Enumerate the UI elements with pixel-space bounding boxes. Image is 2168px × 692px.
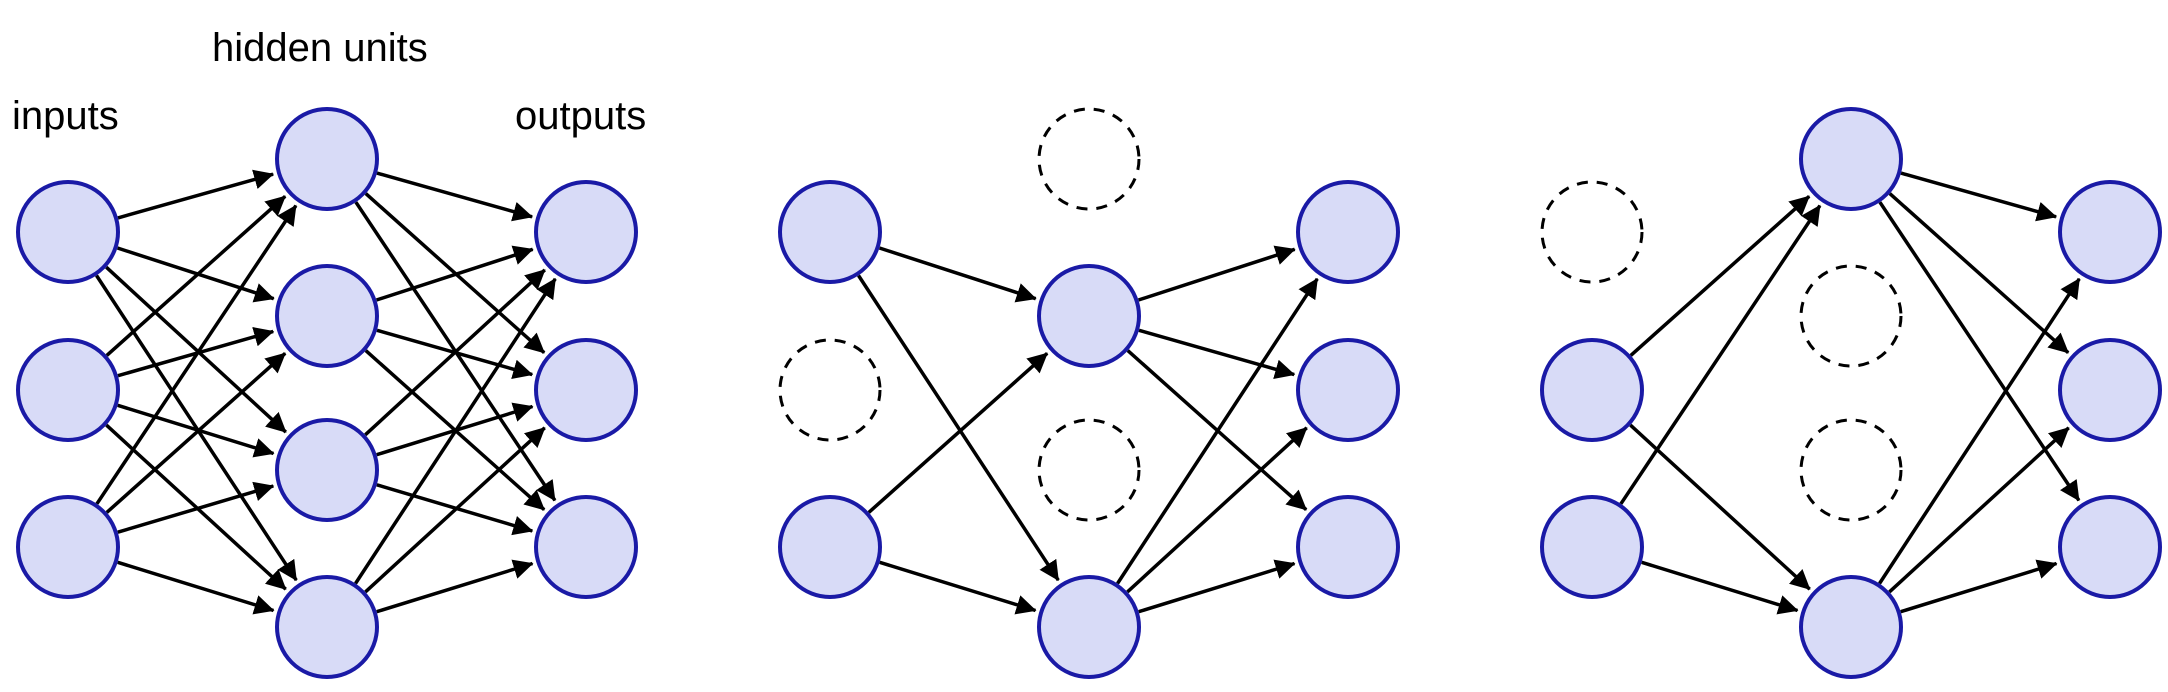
output-unit-dropout-a-0 <box>1296 180 1400 284</box>
dropped-hidden-unit-dropout-b-1 <box>1799 264 1903 368</box>
edge-dropout-b-h0-out1 <box>1888 192 2070 355</box>
edge-dropout-b-in2-h0 <box>1619 204 1822 505</box>
edge-dropout-a-in2-h1 <box>867 351 1049 514</box>
edge-full-in2-h3 <box>117 560 275 615</box>
hidden-unit-full-2 <box>275 418 379 522</box>
edge-full-in1-h2 <box>117 403 275 458</box>
output-unit-dropout-b-0 <box>2058 180 2162 284</box>
edge-full-in0-h0 <box>117 169 275 220</box>
dropped-hidden-unit-dropout-a-0 <box>1037 107 1141 211</box>
output-unit-full-0 <box>534 180 638 284</box>
edge-full-h0-out0 <box>376 171 534 222</box>
input-unit-dropout-b-2 <box>1540 495 1644 599</box>
edge-dropout-a-h3-out2 <box>1138 559 1296 614</box>
input-unit-full-2 <box>16 495 120 599</box>
edge-dropout-a-h1-out1 <box>1138 328 1296 380</box>
edge-dropout-a-h1-out0 <box>1137 245 1296 302</box>
edge-dropout-b-in2-h3 <box>1641 560 1799 615</box>
edge-full-in2-h2 <box>117 481 275 534</box>
output-unit-dropout-b-2 <box>2058 495 2162 599</box>
input-unit-dropout-a-0 <box>778 180 882 284</box>
edge-full-h3-out2 <box>376 559 534 614</box>
edge-full-h3-out1 <box>364 426 546 594</box>
edge-dropout-b-h3-out1 <box>1888 426 2070 594</box>
edges-layer <box>95 169 2081 615</box>
edge-dropout-b-in1-h0 <box>1629 194 1811 357</box>
edge-dropout-b-h0-out0 <box>1900 171 2058 222</box>
hidden-unit-dropout-b-0 <box>1799 107 1903 211</box>
dropped-input-unit-dropout-a-1 <box>778 338 882 442</box>
dropped-hidden-unit-dropout-a-2 <box>1037 418 1141 522</box>
hidden-unit-dropout-a-1 <box>1037 264 1141 368</box>
hidden-unit-full-1 <box>275 264 379 368</box>
edge-dropout-b-h3-out0 <box>1878 277 2081 585</box>
edge-dropout-a-h3-out0 <box>1116 277 1319 585</box>
edge-full-h2-out2 <box>376 483 534 536</box>
hidden-unit-dropout-a-3 <box>1037 575 1141 679</box>
input-unit-dropout-a-2 <box>778 495 882 599</box>
input-unit-full-0 <box>16 180 120 284</box>
inputs-label: inputs <box>12 94 119 138</box>
input-unit-full-1 <box>16 338 120 442</box>
edge-dropout-b-h3-out2 <box>1900 559 2058 614</box>
edge-full-in2-h0 <box>95 204 298 505</box>
edge-dropout-b-in1-h3 <box>1629 423 1811 591</box>
edge-full-h1-out0 <box>375 245 534 302</box>
hidden-unit-full-3 <box>275 575 379 679</box>
hidden-units-label: hidden units <box>212 26 428 70</box>
hidden-unit-full-0 <box>275 107 379 211</box>
output-unit-dropout-b-1 <box>2058 338 2162 442</box>
edge-dropout-a-h3-out1 <box>1126 426 1308 594</box>
edge-dropout-a-in2-h3 <box>879 560 1037 615</box>
edge-dropout-a-in0-h1 <box>878 246 1037 303</box>
output-unit-full-2 <box>534 495 638 599</box>
nodes-layer <box>16 107 2162 679</box>
output-unit-full-1 <box>534 338 638 442</box>
edge-full-h3-out0 <box>354 277 557 585</box>
edge-full-in0-h2 <box>105 265 287 434</box>
dropped-input-unit-dropout-b-0 <box>1540 180 1644 284</box>
dropped-hidden-unit-dropout-b-2 <box>1799 418 1903 522</box>
output-unit-dropout-a-2 <box>1296 495 1400 599</box>
edge-full-h2-out0 <box>364 268 546 437</box>
edge-full-in2-h1 <box>105 351 287 514</box>
input-unit-dropout-b-1 <box>1540 338 1644 442</box>
edge-dropout-a-in0-h3 <box>857 274 1060 582</box>
outputs-label: outputs <box>515 94 647 138</box>
output-unit-dropout-a-1 <box>1296 338 1400 442</box>
edge-dropout-b-h0-out2 <box>1878 201 2081 502</box>
hidden-unit-dropout-b-3 <box>1799 575 1903 679</box>
edge-full-in1-h0 <box>105 194 287 357</box>
edge-full-in0-h1 <box>116 246 275 303</box>
